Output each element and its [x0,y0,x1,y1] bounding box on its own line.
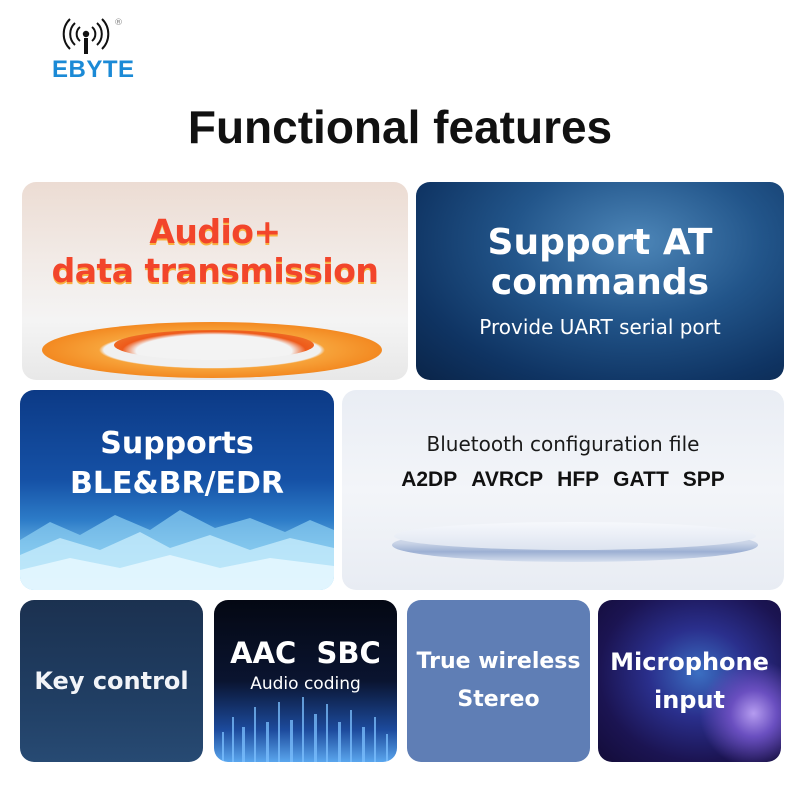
registered-mark: ® [114,18,123,28]
feature-subtitle: Audio coding [250,674,361,694]
orange-ring-inner-decoration [114,330,314,360]
feature-card-at-commands: Support AT commands Provide UART serial … [416,182,784,380]
feature-card-bluetooth-profiles: Bluetooth configuration file A2DP AVRCP … [342,390,784,590]
profiles-heading: Bluetooth configuration file [426,432,700,456]
page-title: Functional features [187,101,613,153]
profile-spp: SPP [682,468,725,491]
feature-subtitle: Provide UART serial port [479,315,721,339]
feature-title-line-2: Stereo [457,687,540,712]
feature-title-line-1: Audio+ [149,212,281,251]
profile-avrcp: AVRCP [471,468,544,491]
feature-card-key-control: Key control [20,600,203,762]
ebyte-logo: ® EBYTE [52,18,147,84]
feature-title-line-2: commands [490,262,710,303]
feature-title-line-1: Support AT [487,222,713,263]
feature-title: Key control [34,667,189,695]
feature-title-line-2: BLE&BR/EDR [69,466,285,501]
profile-list: A2DP AVRCP HFP GATT SPP [401,468,725,492]
profile-a2dp: A2DP [401,468,458,491]
feature-title: AAC SBC [230,636,381,670]
feature-title-line-1: Supports [100,426,254,461]
feature-card-ble: Supports BLE&BR/EDR [20,390,334,590]
audio-spectrum-decoration [222,697,388,762]
feature-title-line-2: data transmission [51,251,379,290]
feature-title-line-1: Microphone [610,648,769,676]
feature-card-true-wireless-stereo: True wireless Stereo [407,600,590,762]
profile-gatt: GATT [613,468,669,491]
feature-title-line-1: True wireless [416,649,581,674]
wireless-signal-icon [62,18,110,54]
wave-mesh-decoration [20,510,334,590]
profile-hfp: HFP [557,468,600,491]
feature-card-audio-coding: AAC SBC Audio coding [214,600,397,762]
feature-card-audio-data: Audio+ data transmission [22,182,408,380]
feature-title-line-2: input [653,686,726,714]
pedestal-top-decoration [394,522,756,550]
brand-name: EBYTE [52,56,135,83]
feature-card-microphone-input: Microphone input [598,600,781,762]
